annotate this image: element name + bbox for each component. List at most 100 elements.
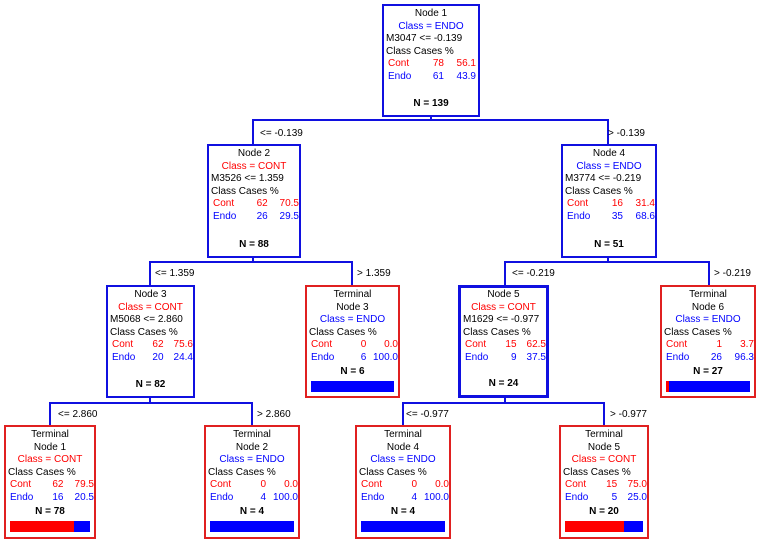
cont-label: Cont bbox=[361, 479, 383, 490]
terminal-kind: Terminal bbox=[31, 429, 69, 440]
cont-cases: 1 bbox=[716, 339, 722, 350]
endo-cases: 4 bbox=[411, 491, 417, 503]
endo-pct: 37.5 bbox=[526, 351, 546, 363]
edge-label-n4-right: > -0.219 bbox=[714, 268, 751, 279]
terminal-kind: Terminal bbox=[384, 429, 422, 440]
endo-pct: 100.0 bbox=[423, 491, 449, 503]
endo-label: Endo bbox=[213, 210, 237, 222]
node-class: Class = ENDO bbox=[576, 160, 642, 172]
terminal-node-6[interactable]: Terminal Node 6 Class = ENDO Class Cases… bbox=[660, 285, 756, 398]
endo-fill bbox=[623, 521, 643, 532]
cont-cases: 0 bbox=[411, 479, 417, 490]
endo-cases: 20 bbox=[152, 351, 164, 363]
node-n: N = 78 bbox=[35, 506, 65, 517]
node-3[interactable]: Node 3 Class = CONT M5068 <= 2.860 Class… bbox=[106, 285, 195, 398]
endo-cases: 35 bbox=[611, 210, 623, 222]
node-split-rule: M1629 <= -0.977 bbox=[463, 314, 540, 325]
node-4[interactable]: Node 4 Class = ENDO M3774 <= -0.219 Clas… bbox=[561, 144, 657, 258]
cont-cases: 0 bbox=[260, 479, 266, 490]
node-title: Node 2 bbox=[237, 148, 271, 159]
node-title: Node 6 bbox=[691, 301, 725, 313]
edge-label-n5-left: <= -0.977 bbox=[406, 409, 449, 420]
edge-label-n3-left: <= 2.860 bbox=[58, 409, 98, 420]
node-title: Node 4 bbox=[386, 441, 420, 453]
terminal-kind: Terminal bbox=[233, 429, 271, 440]
cont-pct: 70.5 bbox=[279, 198, 299, 209]
node-2[interactable]: Node 2 Class = CONT M3526 <= 1.359 Class… bbox=[207, 144, 301, 258]
terminal-node-4[interactable]: Terminal Node 4 Class = ENDO Class Cases… bbox=[355, 425, 451, 539]
class-distribution-bar bbox=[311, 381, 394, 392]
edge-label-n1-right: > -0.139 bbox=[608, 128, 645, 139]
endo-label: Endo bbox=[210, 491, 234, 503]
endo-pct: 25.0 bbox=[627, 491, 647, 503]
edge-label-n2-right: > 1.359 bbox=[357, 268, 391, 279]
node-endo-row: Endo 35 68.6 bbox=[563, 211, 655, 224]
node-title: Node 2 bbox=[235, 441, 269, 453]
node-title: Node 1 bbox=[414, 8, 448, 19]
node-table-header: Class Cases % bbox=[208, 466, 276, 478]
node-table-header: Class Cases % bbox=[211, 185, 279, 197]
endo-label: Endo bbox=[565, 491, 589, 503]
endo-pct: 96.3 bbox=[734, 351, 754, 363]
node-class: Class = ENDO bbox=[675, 314, 741, 325]
node-title: Node 4 bbox=[592, 148, 626, 159]
endo-label: Endo bbox=[10, 491, 34, 503]
node-1[interactable]: Node 1 Class = ENDO M3047 <= -0.139 Clas… bbox=[382, 4, 480, 117]
terminal-node-5[interactable]: Terminal Node 5 Class = CONT Class Cases… bbox=[559, 425, 649, 539]
node-split-rule: M3774 <= -0.219 bbox=[565, 173, 642, 184]
node-table-header: Class Cases % bbox=[110, 326, 178, 338]
node-split-rule: M5068 <= 2.860 bbox=[110, 314, 183, 325]
node-title: Node 3 bbox=[134, 289, 167, 300]
endo-label: Endo bbox=[465, 351, 489, 363]
endo-fill bbox=[73, 521, 90, 532]
terminal-node-1[interactable]: Terminal Node 1 Class = CONT Class Cases… bbox=[4, 425, 96, 539]
class-distribution-bar bbox=[361, 521, 445, 532]
cont-cases: 78 bbox=[432, 58, 444, 69]
cont-label: Cont bbox=[666, 339, 688, 350]
endo-cases: 16 bbox=[52, 491, 64, 503]
node-title: Node 3 bbox=[336, 301, 369, 313]
cont-label: Cont bbox=[567, 198, 589, 209]
endo-cases: 26 bbox=[256, 210, 268, 222]
endo-label: Endo bbox=[361, 491, 385, 503]
edge-label-n5-right: > -0.977 bbox=[610, 409, 647, 420]
node-n: N = 88 bbox=[239, 239, 269, 250]
endo-pct: 43.9 bbox=[456, 70, 476, 82]
cont-cases: 15 bbox=[606, 479, 618, 490]
node-5[interactable]: Node 5 Class = CONT M1629 <= -0.977 Clas… bbox=[458, 285, 549, 398]
cont-pct: 75.0 bbox=[627, 479, 647, 490]
endo-pct: 20.5 bbox=[74, 491, 94, 503]
cont-label: Cont bbox=[465, 339, 487, 350]
node-table-header: Class Cases % bbox=[664, 326, 732, 338]
endo-cases: 26 bbox=[710, 351, 722, 363]
cont-pct: 0.0 bbox=[435, 479, 449, 490]
terminal-kind: Terminal bbox=[585, 429, 623, 440]
endo-cases: 9 bbox=[510, 351, 517, 363]
terminal-node-3[interactable]: Terminal Node 3 Class = ENDO Class Cases… bbox=[305, 285, 400, 398]
edge-label-n2-left: <= 1.359 bbox=[155, 268, 195, 279]
cont-label: Cont bbox=[10, 479, 32, 490]
node-class: Class = CONT bbox=[571, 454, 637, 465]
edge-label-n3-right: > 2.860 bbox=[257, 409, 291, 420]
endo-pct: 68.6 bbox=[635, 210, 655, 222]
endo-pct: 100.0 bbox=[272, 491, 298, 503]
endo-label: Endo bbox=[666, 351, 690, 363]
node-n: N = 20 bbox=[589, 506, 619, 517]
terminal-node-2[interactable]: Terminal Node 2 Class = ENDO Class Cases… bbox=[204, 425, 300, 539]
endo-label: Endo bbox=[567, 210, 591, 222]
node-n: N = 4 bbox=[239, 506, 265, 517]
node-n: N = 82 bbox=[135, 379, 166, 390]
cont-label: Cont bbox=[213, 198, 235, 209]
node-n: N = 27 bbox=[693, 366, 723, 377]
node-endo-row: Endo 26 96.3 bbox=[662, 352, 754, 365]
node-n: N = 24 bbox=[488, 378, 519, 389]
